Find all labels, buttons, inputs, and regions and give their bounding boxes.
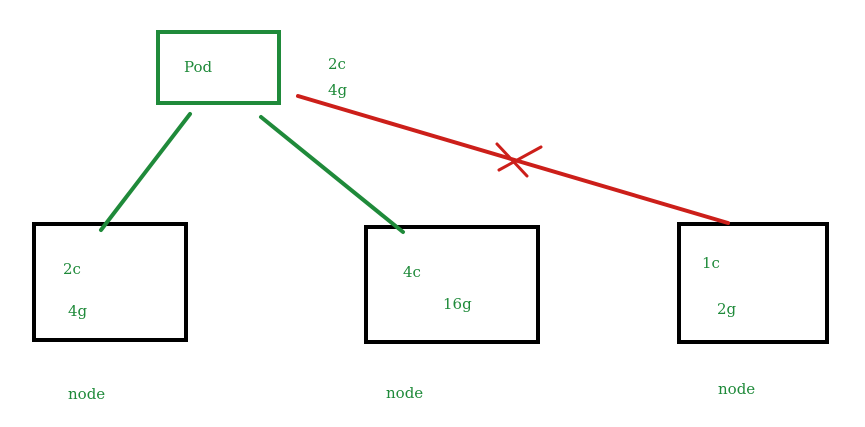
- node-box-3: [677, 222, 829, 344]
- node-3-label: node: [718, 380, 756, 398]
- node-2-label: node: [386, 384, 424, 402]
- node-2-cpu: 4c: [403, 263, 421, 281]
- pod-label: Pod: [184, 58, 213, 76]
- pod-cpu-request: 2c: [328, 55, 346, 73]
- node-box-2: [364, 225, 540, 344]
- reject-x-icon: [495, 142, 543, 178]
- node-3-cpu: 1c: [702, 254, 720, 272]
- node-1-cpu: 2c: [63, 260, 81, 278]
- node-2-mem: 16g: [443, 295, 472, 313]
- node-box-1: [32, 222, 188, 342]
- pod-box: [156, 30, 281, 105]
- node-1-label: node: [68, 385, 106, 403]
- node-1-mem: 4g: [68, 302, 88, 320]
- pod-mem-request: 4g: [328, 81, 348, 99]
- edge-pod-to-node-2: [259, 115, 405, 234]
- node-3-mem: 2g: [717, 300, 737, 318]
- edge-pod-to-node-1: [99, 112, 192, 232]
